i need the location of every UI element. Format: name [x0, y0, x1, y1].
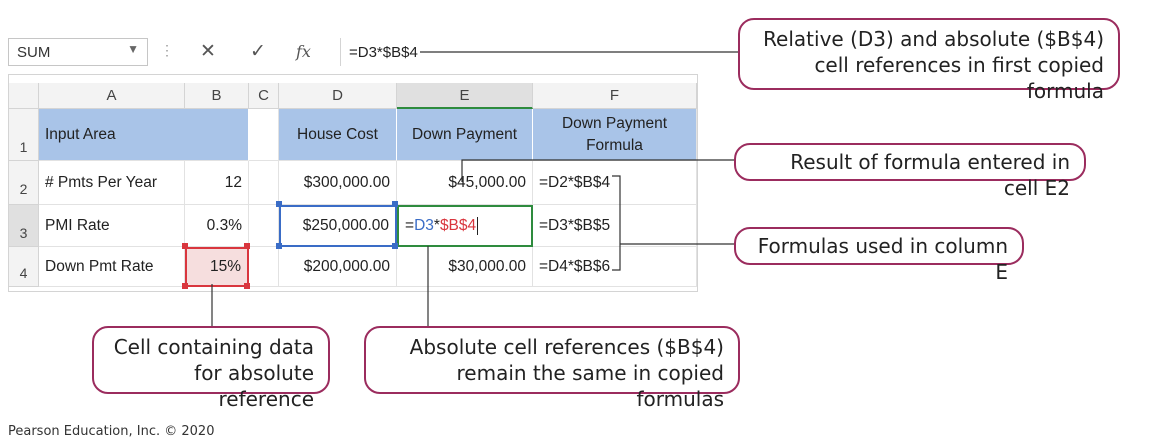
callout-relative-absolute-line2: cell references in first copied formula — [814, 53, 1104, 103]
e3-operator: * — [433, 217, 440, 234]
cell-f1[interactable]: Down Payment Formula — [533, 109, 697, 161]
cell-d3[interactable]: $250,000.00 — [279, 205, 397, 247]
cell-b4[interactable]: 15% — [185, 247, 249, 287]
callout-relative-absolute-line1: Relative (D3) and absolute ($B$4) — [763, 27, 1104, 51]
cell-b2[interactable]: 12 — [185, 161, 249, 205]
row-header-3[interactable]: 3 — [9, 205, 39, 247]
cell-f3[interactable]: =D3*$B$5 — [533, 205, 697, 247]
name-box[interactable]: SUM ▼ — [8, 38, 148, 66]
callout-result-formula: Result of formula entered in cell E2 — [734, 143, 1086, 200]
column-header-e[interactable]: E — [397, 83, 533, 109]
cell-b3[interactable]: 0.3% — [185, 205, 249, 247]
chevron-down-icon[interactable]: ▼ — [127, 42, 139, 56]
cell-a3[interactable]: PMI Rate — [39, 205, 185, 247]
column-header-a[interactable]: A — [39, 83, 185, 109]
formula-input[interactable]: =D3*$B$4 — [340, 38, 710, 66]
text-cursor — [477, 217, 479, 235]
cell-a4[interactable]: Down Pmt Rate — [39, 247, 185, 287]
cell-c2[interactable] — [249, 161, 279, 205]
callout-formulas-column-e: Formulas used in column E — [734, 227, 1024, 284]
callout-absolute-refs-line1: Absolute cell references ($B$4) — [409, 335, 724, 359]
name-box-value: SUM — [17, 44, 51, 61]
callout-absolute-refs: Absolute cell references ($B$4) remain t… — [364, 326, 740, 411]
callout-absolute-refs-line2: remain the same in copied formulas — [456, 361, 725, 411]
connector-result-formula — [461, 159, 734, 182]
row-header-4[interactable]: 4 — [9, 247, 39, 287]
enter-icon[interactable]: ✓ — [250, 41, 266, 62]
cancel-icon[interactable]: ✕ — [200, 41, 216, 62]
cell-e1[interactable]: Down Payment — [397, 109, 533, 161]
cell-c1[interactable] — [249, 109, 279, 161]
e3-relative-ref: D3 — [414, 217, 434, 234]
callout-cell-data-line1: Cell containing data — [113, 335, 314, 359]
cell-c4[interactable] — [249, 247, 279, 287]
cell-d1[interactable]: House Cost — [279, 109, 397, 161]
column-header-b[interactable]: B — [185, 83, 249, 109]
cell-a1[interactable]: Input Area — [39, 109, 249, 161]
formula-bar-divider-icon: ⋮ — [160, 42, 174, 58]
cell-f4[interactable]: =D4*$B$6 — [533, 247, 697, 287]
callout-cell-data-line2: for absolute reference — [194, 361, 314, 411]
fx-icon[interactable]: fx — [296, 42, 311, 61]
e3-equals: = — [405, 217, 415, 234]
cell-e2[interactable]: $45,000.00 — [397, 161, 533, 205]
cell-d4[interactable]: $200,000.00 — [279, 247, 397, 287]
worksheet-grid: A B C D E F 1 2 3 4 Input Area House Cos… — [8, 74, 698, 292]
row-header-1[interactable]: 1 — [9, 109, 39, 161]
cell-e3-editing[interactable]: =D3*$B$4 — [397, 205, 533, 247]
column-header-d[interactable]: D — [279, 83, 397, 109]
column-header-f[interactable]: F — [533, 83, 697, 109]
column-header-c[interactable]: C — [249, 83, 279, 109]
cell-c3[interactable] — [249, 205, 279, 247]
cell-a2[interactable]: # Pmts Per Year — [39, 161, 185, 205]
bracket-formulas — [612, 175, 621, 271]
cell-f1-line2: Formula — [586, 136, 643, 154]
formula-text: =D3*$B$4 — [349, 44, 418, 61]
select-all-corner[interactable] — [9, 83, 39, 109]
cell-d2[interactable]: $300,000.00 — [279, 161, 397, 205]
cell-e4[interactable]: $30,000.00 — [397, 247, 533, 287]
copyright-footer: Pearson Education, Inc. © 2020 — [8, 424, 215, 439]
callout-cell-data: Cell containing data for absolute refere… — [92, 326, 330, 411]
e3-absolute-ref: $B$4 — [439, 217, 477, 234]
callout-relative-absolute: Relative (D3) and absolute ($B$4) cell r… — [738, 18, 1120, 103]
cell-f1-line1: Down Payment — [561, 114, 668, 132]
row-header-2[interactable]: 2 — [9, 161, 39, 205]
cell-f2[interactable]: =D2*$B$4 — [533, 161, 697, 205]
